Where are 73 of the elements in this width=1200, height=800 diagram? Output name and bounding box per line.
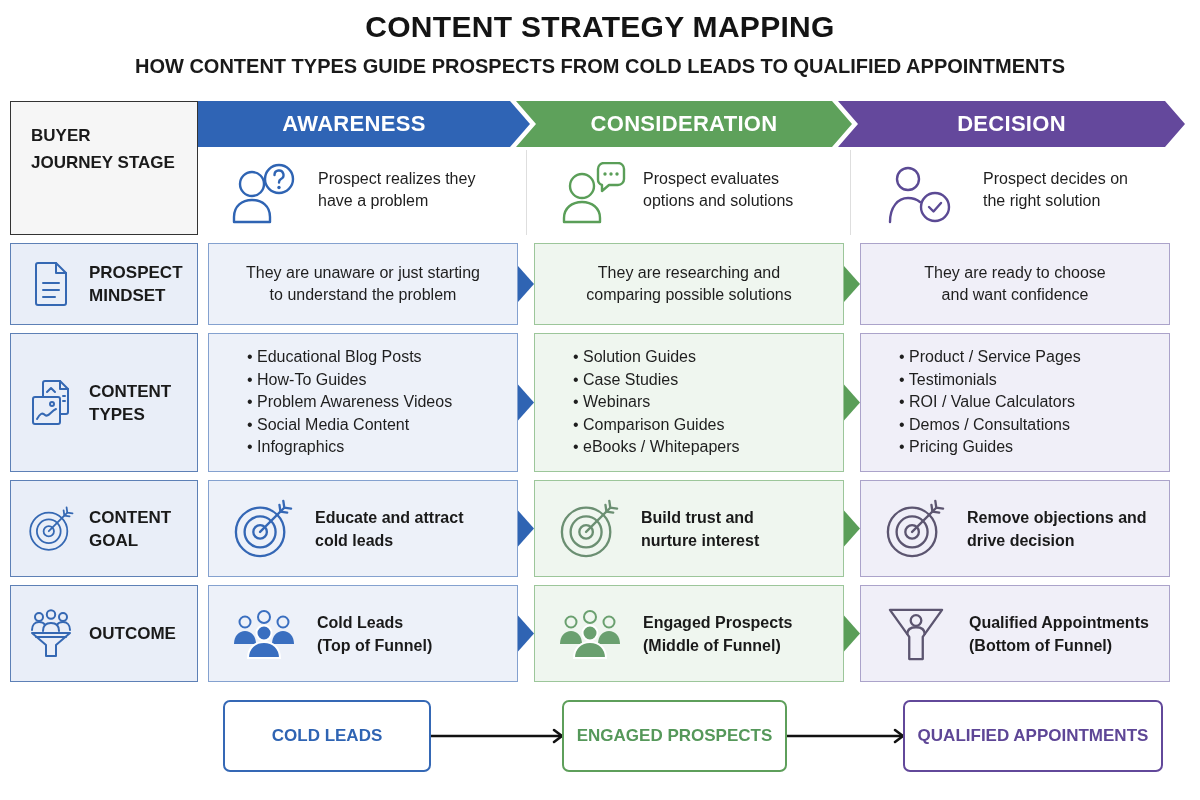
list-item: • Case Studies (573, 369, 679, 390)
outcome-text: Qualified Appointments (Bottom of Funnel) (969, 612, 1150, 656)
stage-description: Prospect evaluates options and solutions (643, 169, 795, 211)
stage-label: QUALIFIED APPOINTMENTS (917, 725, 1149, 747)
outcome-cell (208, 585, 518, 682)
flow-arrow (518, 510, 534, 547)
stage-box (903, 700, 1163, 772)
list-item: • Solution Guides (573, 347, 696, 368)
goal-cell (208, 480, 518, 577)
stage-banner (516, 101, 852, 147)
goal-text: Build trust and nurture interest (641, 507, 761, 551)
content-types-cell (534, 333, 844, 472)
flow-arrow (431, 728, 564, 744)
stage-box (562, 700, 787, 772)
content-types-cell (208, 333, 518, 472)
list-item: • Testimonials (899, 369, 997, 390)
flow-arrow (844, 615, 860, 652)
stage-description: Prospect realizes they have a problem (318, 169, 477, 211)
list-item: • How-To Guides (247, 369, 367, 390)
row-header (10, 480, 198, 577)
list-item: • Infographics (247, 437, 345, 458)
row-label: PROSPECT MINDSET (89, 262, 184, 307)
goal-text: Remove objections and drive decision (967, 507, 1148, 551)
stage-banner (198, 101, 530, 147)
goal-text: Educate and attract cold leads (315, 507, 465, 551)
stage-box (223, 700, 431, 772)
outcome-text: Engaged Prospects (Middle of Funnel) (643, 612, 794, 656)
list-item: • eBooks / Whitepapers (573, 437, 740, 458)
list-item: • Product / Service Pages (899, 347, 1081, 368)
mindset-cell (534, 243, 844, 325)
flow-arrow (787, 728, 905, 744)
goal-cell (534, 480, 844, 577)
mindset-cell (208, 243, 518, 325)
cell-text: They are ready to choose and want confidence (923, 263, 1107, 305)
stage-title: CONSIDERATION (590, 110, 778, 138)
row-label: CONTENT TYPES (89, 380, 173, 426)
stage-label: COLD LEADS (271, 725, 383, 747)
stage-banner (838, 101, 1185, 147)
flow-arrow (844, 266, 860, 302)
row-header (10, 585, 198, 682)
list-item: • Social Media Content (247, 414, 410, 435)
list-item: • Pricing Guides (899, 437, 1014, 458)
content-types-cell (860, 333, 1170, 472)
outcome-cell (860, 585, 1170, 682)
cell-text: They are researching and comparing possible solutions (585, 263, 793, 305)
subtitle: HOW CONTENT TYPES GUIDE PROSPECTS FROM COLD LEADS TO QUALIFIED APPOINTMENTS (134, 54, 1065, 79)
stage-title: DECISION (957, 110, 1066, 138)
mindset-cell (860, 243, 1170, 325)
list-item: • Demos / Consultations (899, 414, 1070, 435)
goal-cell (860, 480, 1170, 577)
cell-text: They are unaware or just starting to understand the problem (245, 263, 481, 305)
flow-arrow (844, 510, 860, 547)
outcome-cell (534, 585, 844, 682)
row-header (10, 333, 198, 472)
flow-arrow (518, 615, 534, 652)
list-item: • Educational Blog Posts (247, 347, 422, 368)
flow-arrow (518, 266, 534, 302)
title: CONTENT STRATEGY MAPPING (365, 9, 835, 45)
list-item: • Comparison Guides (573, 414, 725, 435)
row-header (10, 243, 198, 325)
header-box (10, 101, 198, 235)
outcome-text: Cold Leads (Top of Funnel) (317, 612, 434, 656)
stage-title: AWARENESS (282, 110, 426, 138)
flow-arrow (844, 384, 860, 421)
list-item: • ROI / Value Calculators (899, 392, 1076, 413)
header-label: BUYER JOURNEY STAGE (31, 125, 176, 174)
row-label: OUTCOME (89, 623, 177, 645)
flow-arrow (518, 384, 534, 421)
list-item: • Webinars (573, 392, 651, 413)
stage-label: ENGAGED PROSPECTS (576, 725, 773, 747)
stage-description: Prospect decides on the right solution (983, 169, 1129, 211)
row-label: CONTENT GOAL (89, 506, 173, 552)
list-item: • Problem Awareness Videos (247, 392, 453, 413)
